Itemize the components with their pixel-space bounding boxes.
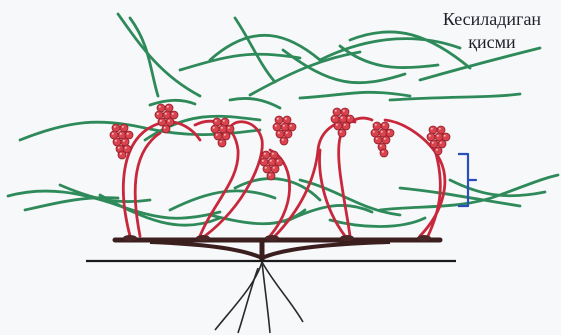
roots (215, 262, 303, 333)
pruned-part-label-line1: Кесиладиган (433, 8, 551, 31)
trunk (115, 235, 440, 260)
grape-cluster-icon (110, 104, 450, 180)
pruned-part-label: Кесиладиган қисми (433, 8, 551, 54)
pruned-part-label-line2: қисми (433, 31, 551, 54)
